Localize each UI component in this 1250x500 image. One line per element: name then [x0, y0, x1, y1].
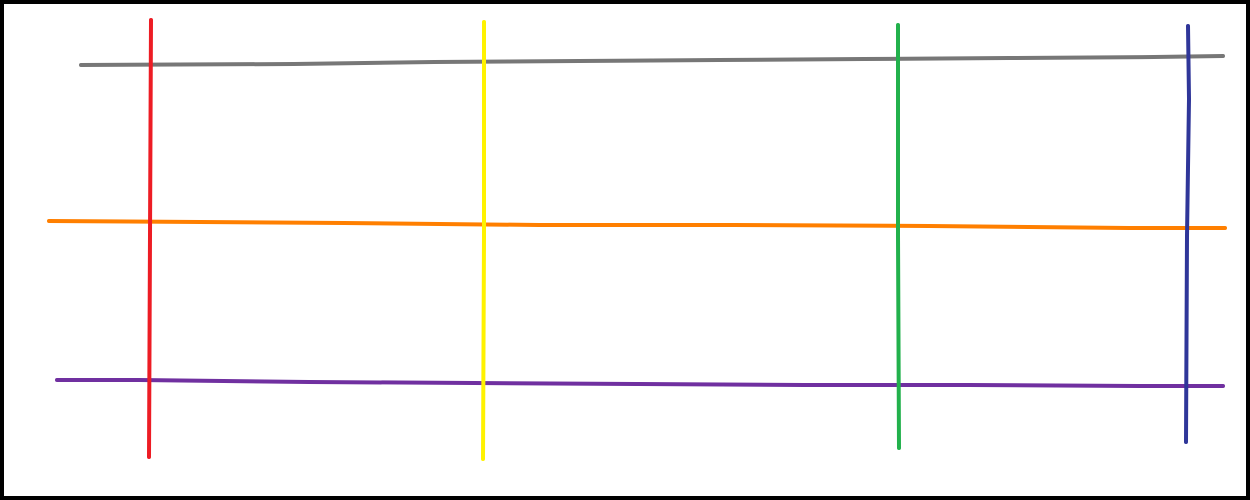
orange-horizontal-line: [47, 219, 1227, 230]
gray-horizontal-line: [79, 54, 1225, 67]
purple-horizontal-line: [55, 378, 1225, 388]
blue-vertical-line: [1184, 24, 1191, 444]
red-vertical-line: [147, 18, 153, 459]
green-vertical-line: [896, 23, 901, 450]
line-grid-drawing: [47, 18, 1227, 461]
yellow-vertical-line: [481, 20, 486, 461]
